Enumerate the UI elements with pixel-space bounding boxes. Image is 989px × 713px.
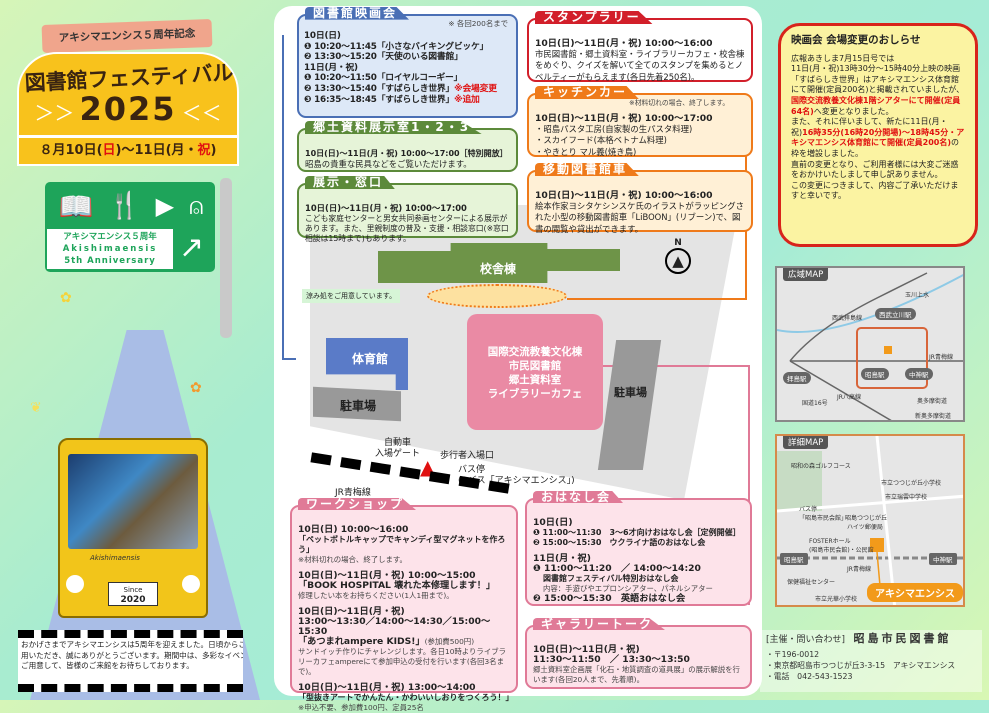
festival-dates: ８月10日(日)〜11日(月・祝) xyxy=(17,136,239,166)
wide-area-map: 広域MAP 玉川上水 西武拝島線 西武立川駅 JR青梅線 拝島駅 昭島駅 中神駅… xyxy=(775,266,965,422)
workshop-box: ワークショップ 10日(日) 10:00〜16:00「ペットボトルキャップでキャ… xyxy=(290,498,518,712)
main-building xyxy=(467,314,603,430)
entrance-marker-icon: ▲ xyxy=(420,455,436,479)
film-box: 図書館映画会 ※ 各回200名まで 10日(日) ❶ 10:20〜11:45「小… xyxy=(297,7,518,118)
bus-window-photos xyxy=(68,454,198,549)
bus-stop-label: バス停(Aバス「アキシマエンシス」) xyxy=(458,465,575,486)
welcome-message: おかげさまでアキシマエンシスは5周年を迎えました。日頃からご利用いただき、誠にあ… xyxy=(18,630,243,692)
parking-left-label: 駐車場 xyxy=(340,399,377,413)
flowers: ✿ xyxy=(190,380,202,396)
main-building-label: 国際交流教養文化棟市民図書館郷土資料室ライブラリーカフェ xyxy=(487,346,583,400)
rest-area-note: 涼み処をご用意しています。 xyxy=(302,289,401,303)
north-arrow-icon: ▲ xyxy=(665,248,691,274)
movie-clapper-icon: ▶ xyxy=(155,192,175,220)
venue-change-notice: 映画会 会場変更のおしらせ 広報あきしま7月15日号では 11日(月・祝)13時… xyxy=(778,23,978,247)
parking-right-label: 駐車場 xyxy=(614,386,647,399)
book-icon: 📖 xyxy=(58,189,94,223)
stamp-icon: ⍝ xyxy=(189,192,204,220)
destination-label: アキシマエンシス xyxy=(867,583,963,602)
kitchen-car-area xyxy=(427,284,567,308)
gallery-talk-box: ギャラリートーク 10日(日)〜11日(月・祝)11:30〜11:50 ／ 13… xyxy=(525,618,752,689)
film-title: 図書館映画会 xyxy=(305,7,410,20)
logo-arrows-right: ＜＜ xyxy=(181,101,222,125)
local-archive-box: 郷土資料展示室1・2・3 10日(日)〜11日(月・祝) 10:00〜17:00… xyxy=(297,121,518,172)
flowers: ✿ xyxy=(60,290,72,306)
butterfly-icon: ❦ xyxy=(30,400,42,416)
sign-pole xyxy=(220,178,232,338)
pink-connector xyxy=(603,365,750,605)
kitchen-car-box: キッチンカー ※材料切れの場合、終了します。 10日(日)〜11日(月・祝) 1… xyxy=(527,86,753,157)
sign-text-anniv: 5th Anniversary xyxy=(64,256,156,266)
sign-text-jp: アキシマエンシス５周年 xyxy=(63,232,157,242)
car-gate-label: 自動車入場ゲート xyxy=(375,438,421,459)
railway-label: JR青梅線 xyxy=(335,488,371,498)
arrow-up-right-icon: ↗ xyxy=(179,230,205,265)
compass: N ▲ xyxy=(663,238,693,276)
logo-ribbon: アキシマエンシス５周年記念 xyxy=(41,19,213,53)
storytime-box: おはなし会 10日(日)❶ 11:00〜11:30 3〜6才向けおはなし会［定例… xyxy=(525,491,752,606)
sign-text-en: Akishimaensis xyxy=(62,244,158,254)
logo: アキシマエンシス５周年記念 図書館フェスティバル ＞＞ 2025 ＜＜ ８月10… xyxy=(12,12,242,172)
detail-map: 詳細MAP 昭和の森ゴルフコース 市立つつじが丘小学校 市立瑞雲中学校 バス停 … xyxy=(775,434,965,607)
logo-arrows-left: ＞＞ xyxy=(34,101,75,125)
film-note: ※ 各回200名まで xyxy=(448,19,508,28)
connector-lines xyxy=(282,35,296,360)
gym-label: 体育館 xyxy=(352,352,389,366)
pedestrian-gate-label: 歩行者入場口 xyxy=(440,451,495,461)
sign-board: 📖 🍴 ▶ ⍝ アキシマエンシス５周年 Akishimaensis 5th Anniv… xyxy=(45,182,215,272)
fork-knife-icon: 🍴 xyxy=(108,191,141,221)
logo-year: 2025 xyxy=(79,90,177,128)
school-building-label: 校舎棟 xyxy=(480,262,517,276)
bus-name: Akishimaensis xyxy=(90,554,140,562)
contact-info: [主催・問い合わせ] 昭島市民図書館 ・〒196-0012・東京都昭島市つつじが… xyxy=(760,630,982,692)
